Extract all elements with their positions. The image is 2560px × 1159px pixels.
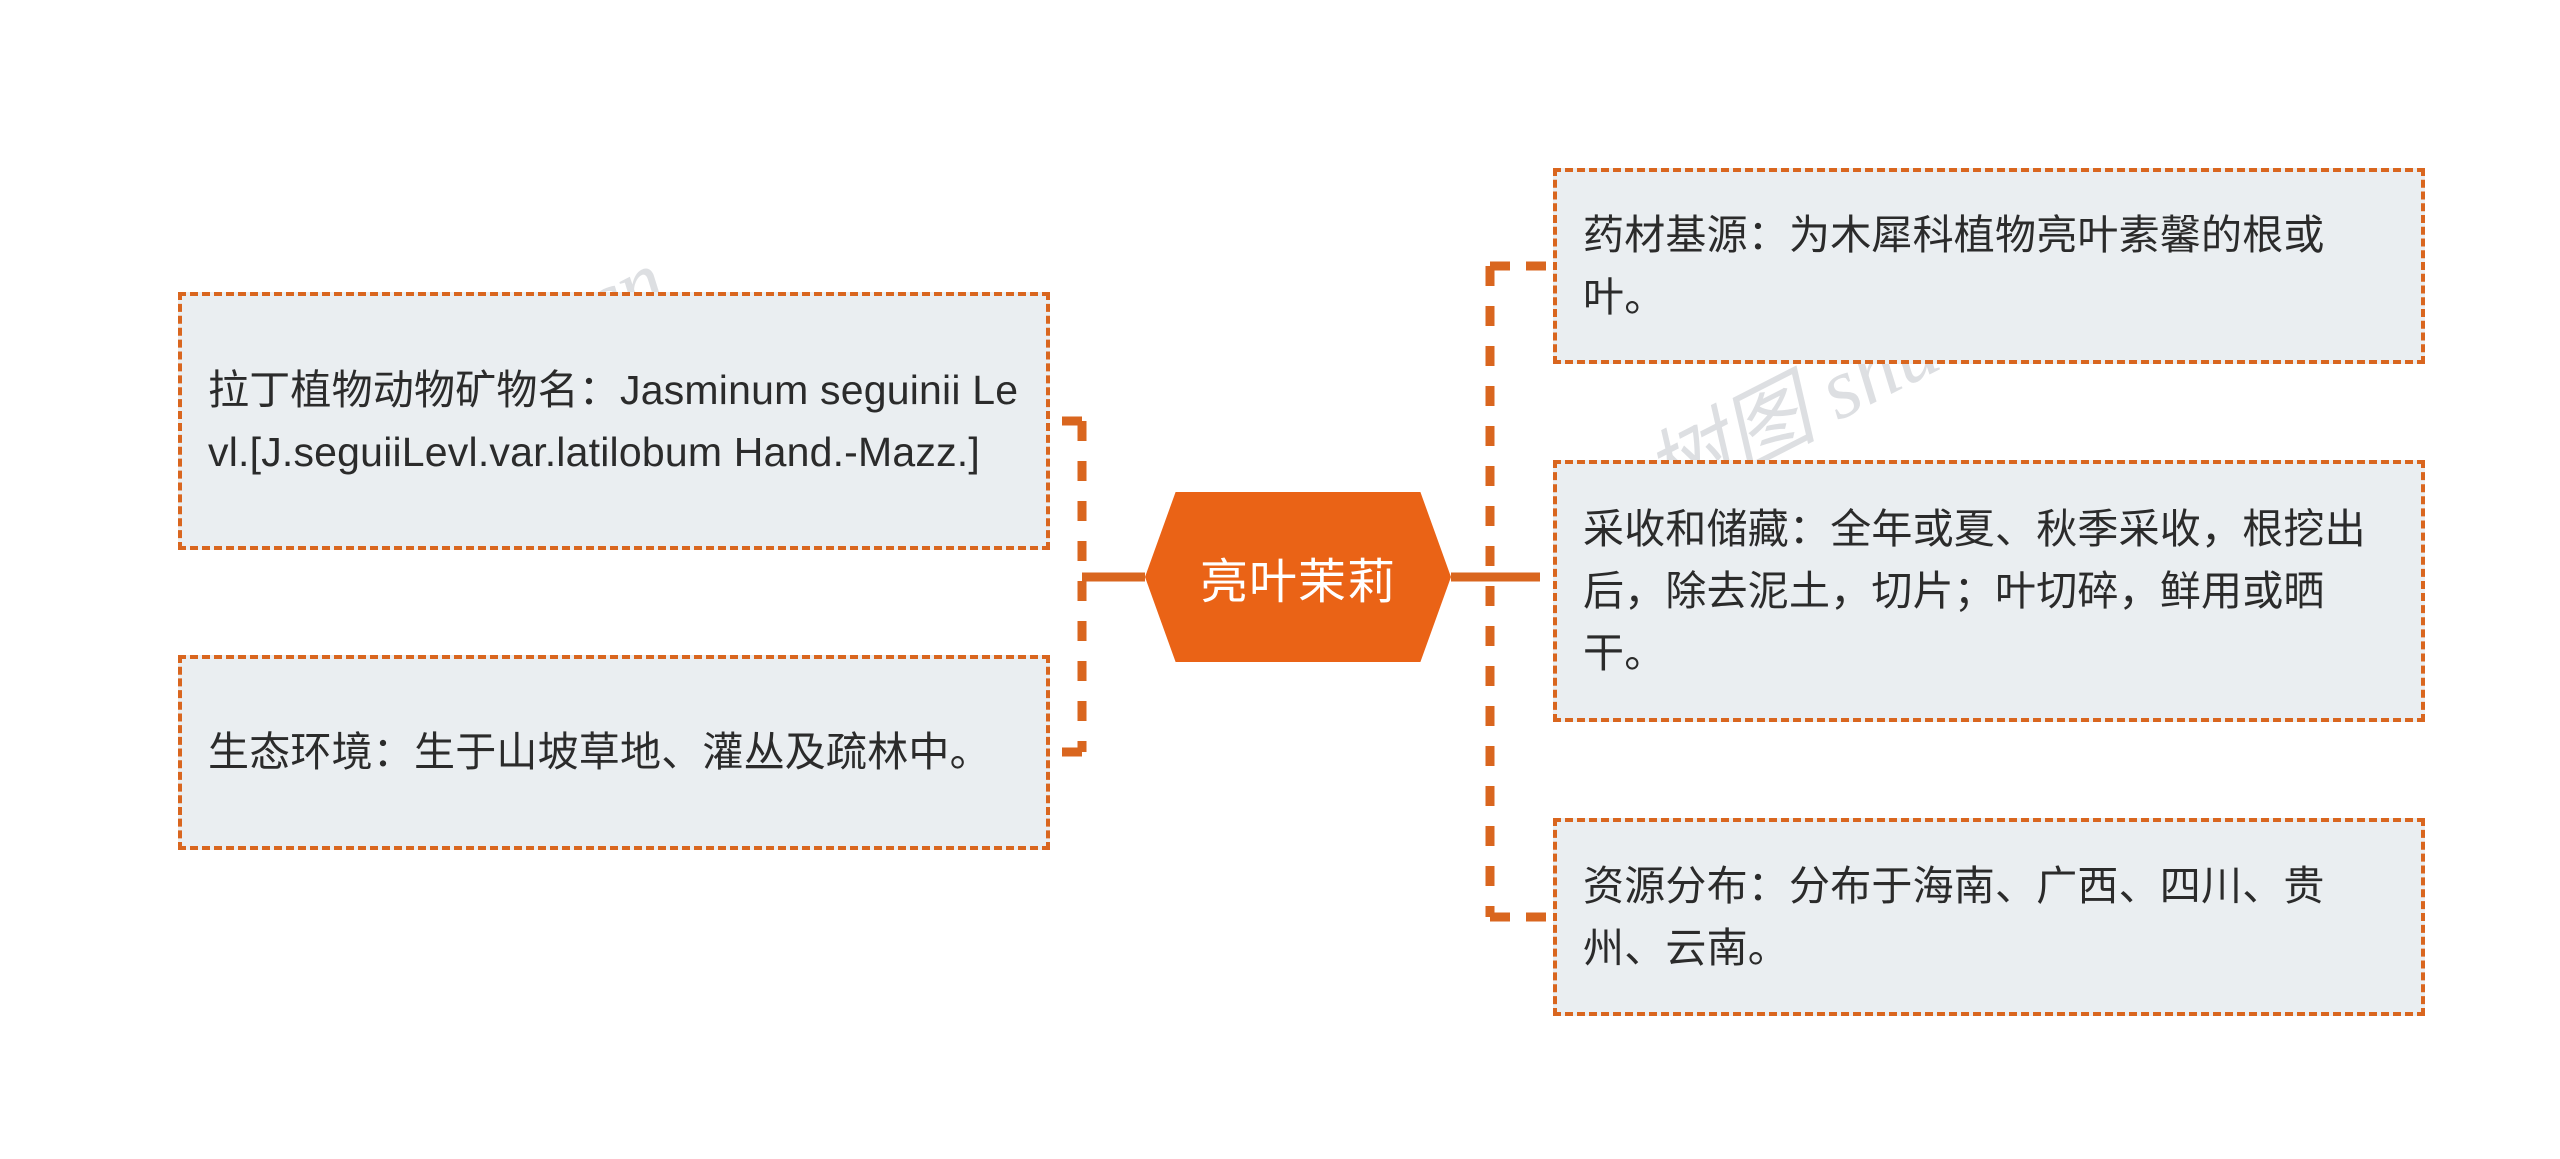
- hexagon-shape: [1145, 492, 1451, 662]
- branch-label-harvest-storage: 采收和储藏：全年或夏、秋季采收，根挖出后，除去泥土，切片；叶切碎，鲜用或晒干。: [1583, 505, 2366, 677]
- branch-node-harvest-storage[interactable]: 采收和储藏：全年或夏、秋季采收，根挖出后，除去泥土，切片；叶切碎，鲜用或晒干。: [1553, 460, 2425, 722]
- branch-label-distribution: 资源分布：分布于海南、广西、四川、贵州、云南。: [1583, 862, 2325, 971]
- branch-label-latin-name: 拉丁植物动物矿物名：Jasminum seguinii Levl.[J.segu…: [208, 366, 1019, 475]
- branch-label-ecology: 生态环境：生于山坡草地、灌丛及疏林中。: [208, 729, 991, 776]
- branch-node-medicinal-source[interactable]: 药材基源：为木犀科植物亮叶素馨的根或叶。: [1553, 168, 2425, 364]
- central-topic-node[interactable]: 亮叶茉莉: [1145, 492, 1451, 662]
- branch-label-medicinal-source: 药材基源：为木犀科植物亮叶素馨的根或叶。: [1583, 211, 2325, 320]
- branch-node-ecology[interactable]: 生态环境：生于山坡草地、灌丛及疏林中。: [178, 655, 1050, 850]
- branch-node-latin-name[interactable]: 拉丁植物动物矿物名：Jasminum seguinii Levl.[J.segu…: [178, 292, 1050, 550]
- central-topic-label: 亮叶茉莉: [1199, 556, 1396, 609]
- branch-node-distribution[interactable]: 资源分布：分布于海南、广西、四川、贵州、云南。: [1553, 818, 2425, 1016]
